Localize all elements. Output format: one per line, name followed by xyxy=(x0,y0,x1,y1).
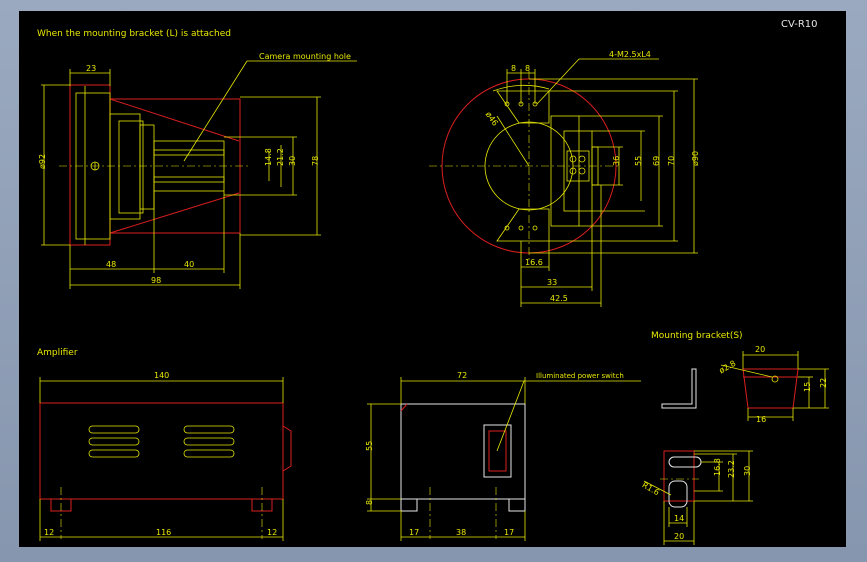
camera-hole-callout: Camera mounting hole xyxy=(259,52,351,61)
amp-side-body xyxy=(400,403,526,500)
dim-78: 78 xyxy=(311,156,320,166)
dim-16-6: 16.6 xyxy=(525,258,543,267)
bracket-heading: Mounting bracket(S) xyxy=(651,331,743,341)
dim-98: 98 xyxy=(151,276,161,285)
dim-55: 55 xyxy=(634,156,643,166)
m25-callout: 4-M2.5xL4 xyxy=(609,50,651,59)
dim-70: 70 xyxy=(667,156,676,166)
dim-72: 72 xyxy=(457,371,467,380)
bracket-dim-23-2: 23.2 xyxy=(727,460,736,478)
bracket-hole: ø2.8 xyxy=(718,359,738,376)
bracket-dim-20-bottom: 20 xyxy=(674,532,684,541)
bracket-dim-16: 16 xyxy=(756,415,766,424)
amplifier-side-view: 72 Illuminated power switch 55 8 17 38 1… xyxy=(365,371,641,541)
drawing-canvas: CV-R10 When the mounting bracket (L) is … xyxy=(19,11,846,547)
bracket-dim-15: 15 xyxy=(803,382,812,392)
dim-8b: 8 xyxy=(525,64,530,73)
dim-17-right: 17 xyxy=(504,528,514,537)
bracket-dim-30: 30 xyxy=(743,466,752,476)
dim-dia90: ø90 xyxy=(691,151,700,166)
dim-14-8: 14.8 xyxy=(264,148,273,166)
bracket-s-views: Mounting bracket(S) 20 ø2.8 15 22 16 16.… xyxy=(641,331,829,545)
dim-33: 33 xyxy=(547,278,557,287)
technical-drawing: CV-R10 When the mounting bracket (L) is … xyxy=(37,19,829,545)
camera-view-heading: When the mounting bracket (L) is attache… xyxy=(37,29,231,39)
dim-38: 38 xyxy=(456,528,466,537)
bracket-front-view xyxy=(663,450,695,502)
bracket-dim-22: 22 xyxy=(819,378,828,388)
dim-12-left: 12 xyxy=(44,528,54,537)
dim-30: 30 xyxy=(288,156,297,166)
bracket-dim-20-top: 20 xyxy=(755,345,765,354)
amplifier-body xyxy=(39,402,284,500)
dim-48: 48 xyxy=(106,260,116,269)
bracket-l-profile xyxy=(661,368,697,409)
camera-side-view: When the mounting bracket (L) is attache… xyxy=(37,29,357,289)
bracket-top-view xyxy=(742,368,799,409)
dim-23: 23 xyxy=(86,64,96,73)
amplifier-front-view: Amplifier 140 12 116 12 xyxy=(37,348,292,541)
dim-8a: 8 xyxy=(511,64,516,73)
bracket-dim-14: 14 xyxy=(674,514,684,523)
dim-36: 36 xyxy=(612,156,621,166)
dim-40: 40 xyxy=(184,260,194,269)
dim-140: 140 xyxy=(154,371,169,380)
dim-17-left: 17 xyxy=(409,528,419,537)
dim-12-right: 12 xyxy=(267,528,277,537)
dim-dia92: ø92 xyxy=(38,154,47,169)
dim-116: 116 xyxy=(156,528,171,537)
power-switch-callout: Illuminated power switch xyxy=(536,372,624,380)
camera-front-view: ø46 8 8 4-M2.5xL4 36 55 69 70 ø90 16.6 3 xyxy=(429,50,700,307)
dim-dia46: ø46 xyxy=(484,110,500,128)
dim-42-5: 42.5 xyxy=(550,294,568,303)
bracket-radius: R1.6 xyxy=(641,480,661,497)
amplifier-heading: Amplifier xyxy=(37,348,78,358)
dim-8-foot: 8 xyxy=(365,500,374,505)
dim-69: 69 xyxy=(652,156,661,166)
dim-55-amp: 55 xyxy=(365,441,374,451)
bracket-dim-16-8: 16.8 xyxy=(713,458,722,476)
drawing-code: CV-R10 xyxy=(781,19,818,30)
dim-21-2: 21.2 xyxy=(276,148,285,166)
